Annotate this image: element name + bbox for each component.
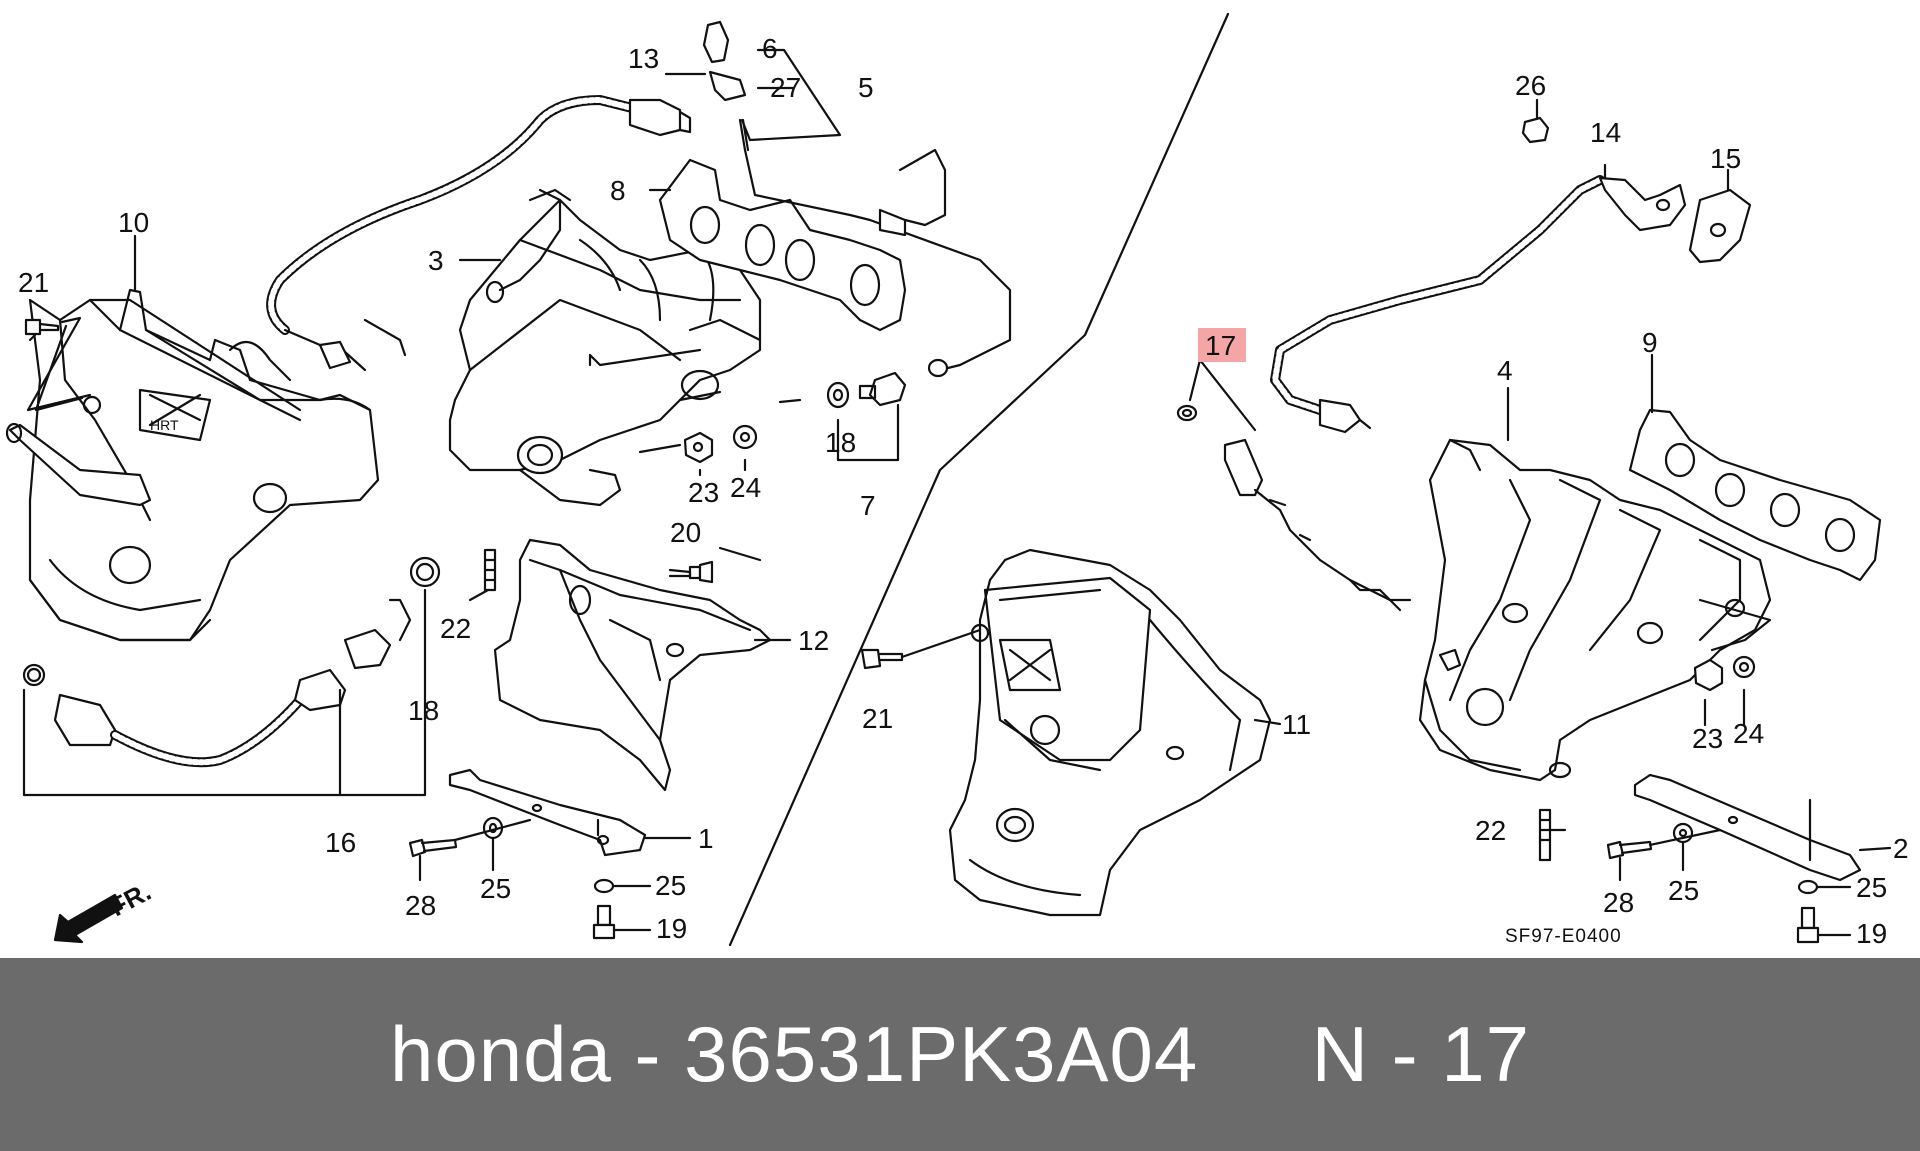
heat-shield-12 (493, 538, 772, 792)
label-18-upper: 18 (825, 427, 856, 458)
label-22-right: 22 (1475, 815, 1506, 846)
label-6: 6 (762, 33, 778, 64)
label-23-left: 23 (688, 477, 719, 508)
label-4: 4 (1497, 355, 1513, 386)
direction-label: FR. (105, 876, 156, 922)
nut-23-washer-24-left (683, 424, 758, 464)
label-25-c: 25 (1668, 875, 1699, 906)
label-7: 7 (860, 490, 876, 521)
heat-shield-10: HRT (5, 288, 380, 642)
exhaust-manifold-diagram: HRT (5, 12, 1909, 949)
oxygen-sensor-13 (266, 95, 692, 372)
washer-18-nut-7 (826, 358, 949, 409)
label-27: 27 (770, 72, 801, 103)
front-direction-arrow (53, 893, 124, 944)
label-21-left: 21 (18, 267, 49, 298)
label-24-right: 24 (1733, 718, 1764, 749)
label-25-b: 25 (655, 870, 686, 901)
gasket-9 (1628, 408, 1882, 582)
bracket-1 (448, 768, 647, 857)
bolt-19-right (1796, 906, 1820, 944)
label-12: 12 (798, 625, 829, 656)
diagram-code: SF97-E0400 (1505, 926, 1622, 947)
label-24-left: 24 (730, 472, 761, 503)
part-caption: honda - 36531PK3A04 N - 17 (389, 1010, 1531, 1098)
label-21-right: 21 (862, 703, 893, 734)
label-25-d: 25 (1856, 872, 1887, 903)
bolt-21-left (24, 316, 92, 412)
label-18-lower: 18 (408, 695, 439, 726)
label-11: 11 (1282, 709, 1311, 740)
stud-22-left (483, 548, 497, 592)
label-17: 17 (1205, 330, 1236, 361)
nut-23-washer-24-right (1693, 655, 1756, 692)
gasket-15 (1688, 188, 1752, 264)
stud-22-right (1538, 808, 1552, 862)
label-28-right: 28 (1603, 887, 1634, 918)
label-14: 14 (1590, 117, 1621, 148)
label-8: 8 (610, 175, 626, 206)
label-23-right: 23 (1692, 723, 1723, 754)
label-28-left: 28 (405, 890, 436, 921)
gasket-8 (658, 148, 947, 332)
bolt-28-right (1606, 840, 1653, 860)
bolt-19-left (592, 904, 616, 940)
label-25-a: 25 (480, 873, 511, 904)
oxygen-sensor-14 (1270, 175, 1687, 434)
label-19-right: 19 (1856, 918, 1887, 949)
sensor-6-clip-27 (702, 20, 1012, 372)
part-labels: 1 2 3 4 5 6 7 8 9 10 11 12 13 14 15 16 1… (18, 33, 1909, 949)
label-22-left: 22 (440, 613, 471, 644)
label-2: 2 (1893, 833, 1909, 864)
divider-line (728, 12, 1230, 947)
label-9: 9 (1642, 327, 1658, 358)
bracket-2 (1633, 773, 1862, 882)
bolt-28-left (408, 838, 458, 858)
caption-bar: honda - 36531PK3A04 N - 17 (0, 958, 1920, 1151)
oxygen-sensor-17 (1176, 348, 1462, 672)
bolt-21-right (860, 648, 904, 670)
exhaust-manifold-3 (448, 188, 762, 507)
label-5: 5 (858, 72, 874, 103)
label-19-left: 19 (656, 913, 687, 944)
label-20: 20 (670, 517, 701, 548)
label-26: 26 (1515, 70, 1546, 101)
label-3: 3 (428, 245, 444, 276)
svg-text:HRT: HRT (150, 417, 179, 433)
heat-shield-11 (948, 548, 1272, 917)
nut-26 (1521, 116, 1550, 144)
label-16: 16 (325, 827, 356, 858)
label-1: 1 (698, 823, 714, 854)
highlight-box-17 (1198, 328, 1246, 362)
label-13: 13 (628, 43, 659, 74)
bolt-20 (668, 560, 714, 584)
label-10: 10 (118, 207, 149, 238)
label-15: 15 (1710, 143, 1741, 174)
exhaust-manifold-4 (1418, 438, 1772, 782)
